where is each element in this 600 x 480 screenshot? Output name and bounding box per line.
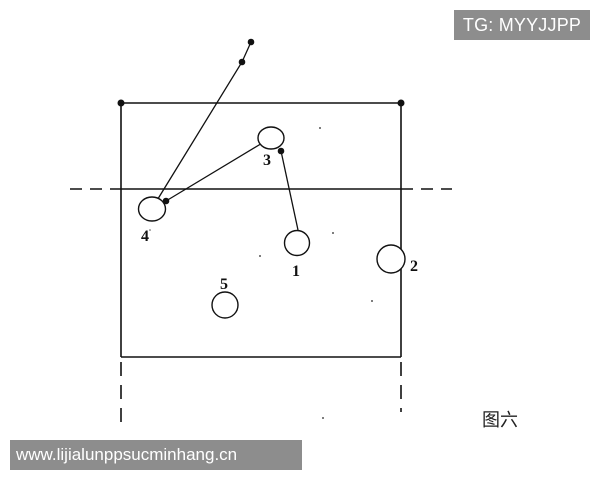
player-3-marker <box>257 126 285 150</box>
dashed-lines <box>70 188 452 425</box>
speck <box>149 229 151 231</box>
player-4-label: 4 <box>141 228 149 245</box>
player-5-marker <box>211 291 239 319</box>
player-1-label: 1 <box>292 263 300 280</box>
player-1-marker <box>283 229 311 257</box>
speck <box>322 417 324 419</box>
url-watermark: www.lijialunppsucminhang.cn <box>10 440 302 470</box>
player-3-label: 3 <box>263 152 271 169</box>
speck <box>319 127 321 129</box>
corner-dot-top-left <box>117 99 125 107</box>
path-player-3-to-4 <box>165 141 265 202</box>
corner-dot-top-right <box>397 99 405 107</box>
player-5-label: 5 <box>220 276 228 293</box>
tg-watermark: TG: MYYJJPP <box>454 10 590 40</box>
path-dot-near-3 <box>277 147 285 155</box>
path-dot-top <box>247 38 255 46</box>
player-2-marker <box>376 244 406 274</box>
speck <box>371 300 373 302</box>
court-outline <box>120 102 402 358</box>
player-2-label: 2 <box>410 258 418 275</box>
path-dot-upper <box>238 58 246 66</box>
speck <box>259 255 261 257</box>
path-player-1-to-3 <box>280 150 299 231</box>
player-4-marker <box>137 196 167 222</box>
scan-specks <box>149 127 373 419</box>
players <box>137 126 406 319</box>
figure-caption: 图六 <box>482 410 518 431</box>
speck <box>332 232 334 234</box>
path-dot-near-4 <box>162 197 170 205</box>
